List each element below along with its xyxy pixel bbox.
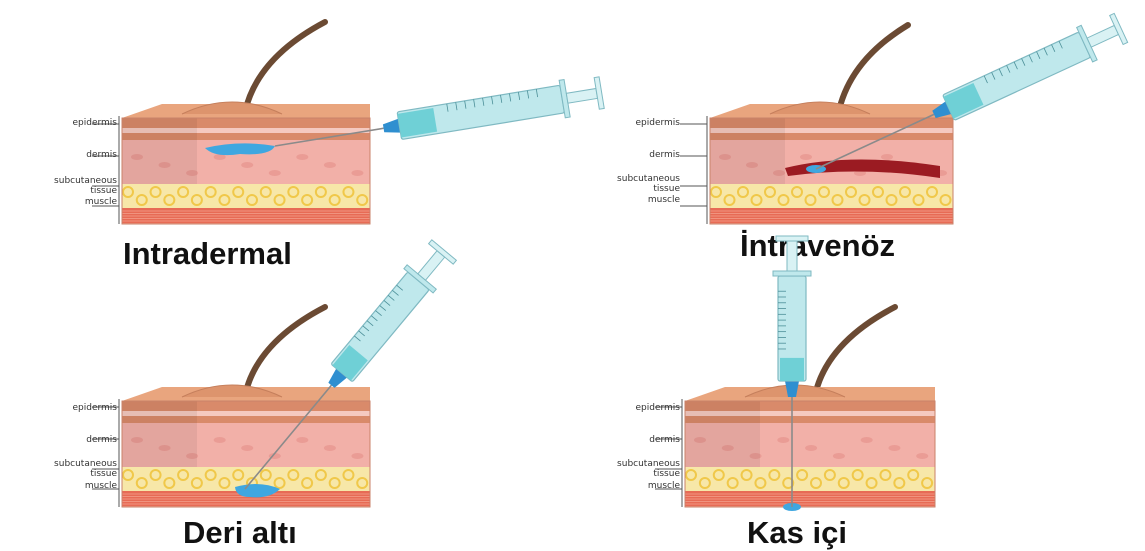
hair <box>838 25 908 115</box>
dermis-cell <box>351 453 363 459</box>
label-epidermis: epidermis <box>20 118 117 128</box>
skin-fold <box>770 102 870 114</box>
label-muscle: muscle <box>570 481 680 491</box>
skin-fold <box>182 385 282 397</box>
label-muscle: muscle <box>20 197 117 207</box>
plunger-rod <box>787 241 797 271</box>
skin-block-subcutaneous <box>0 275 570 551</box>
dermis-cell <box>214 437 226 443</box>
plunger-thumb <box>776 236 808 241</box>
panel-title-intramuscular: Kas içi <box>747 515 847 551</box>
label-subcutaneous: subcutaneoustissue <box>590 174 680 194</box>
dermis-cell <box>881 154 893 160</box>
needle-hub <box>382 119 400 135</box>
dermis-cell <box>916 453 928 459</box>
dermis-cell <box>241 445 253 451</box>
label-muscle: muscle <box>590 195 680 205</box>
panel-title-intravenous: İntravenöz <box>740 228 895 264</box>
label-epidermis: epidermis <box>20 403 117 413</box>
plunger-rod <box>1087 25 1118 47</box>
dermis-cell <box>833 453 845 459</box>
label-dermis: dermis <box>590 150 680 160</box>
label-dermis: dermis <box>20 435 117 445</box>
dermis-cell <box>324 162 336 168</box>
hair <box>245 22 325 112</box>
dermis-cell <box>269 170 281 176</box>
label-epidermis: epidermis <box>590 118 680 128</box>
dermis-cell <box>324 445 336 451</box>
panel-intravenous: epidermis dermis subcutaneoustissue musc… <box>590 0 1145 275</box>
hair <box>815 307 895 395</box>
skin-fold <box>182 102 282 114</box>
dermis-cell <box>296 437 308 443</box>
label-epidermis: epidermis <box>570 403 680 413</box>
dermis-cell <box>800 154 812 160</box>
panel-title-subcutaneous: Deri altı <box>183 515 297 551</box>
barrel-flange <box>773 271 811 276</box>
dermis-cell <box>241 162 253 168</box>
panel-title-intradermal: Intradermal <box>123 236 292 272</box>
label-dermis: dermis <box>20 150 117 160</box>
dermis-cell <box>777 437 789 443</box>
label-subcutaneous: subcutaneoustissue <box>20 176 117 196</box>
label-dermis: dermis <box>570 435 680 445</box>
dermis-cell <box>296 154 308 160</box>
dermis-cell <box>805 445 817 451</box>
dermis-cell <box>861 437 873 443</box>
hair <box>245 307 325 395</box>
dermis-cell <box>888 445 900 451</box>
panel-intramuscular: epidermis dermis subcutaneoustissue musc… <box>570 275 1145 551</box>
skin-block-intramuscular <box>570 275 1145 551</box>
label-muscle: muscle <box>20 481 117 491</box>
skin-block-intradermal <box>0 0 570 275</box>
dermis-cell <box>351 170 363 176</box>
label-subcutaneous: subcutaneoustissue <box>0 459 117 479</box>
syringe-fluid <box>780 358 804 381</box>
